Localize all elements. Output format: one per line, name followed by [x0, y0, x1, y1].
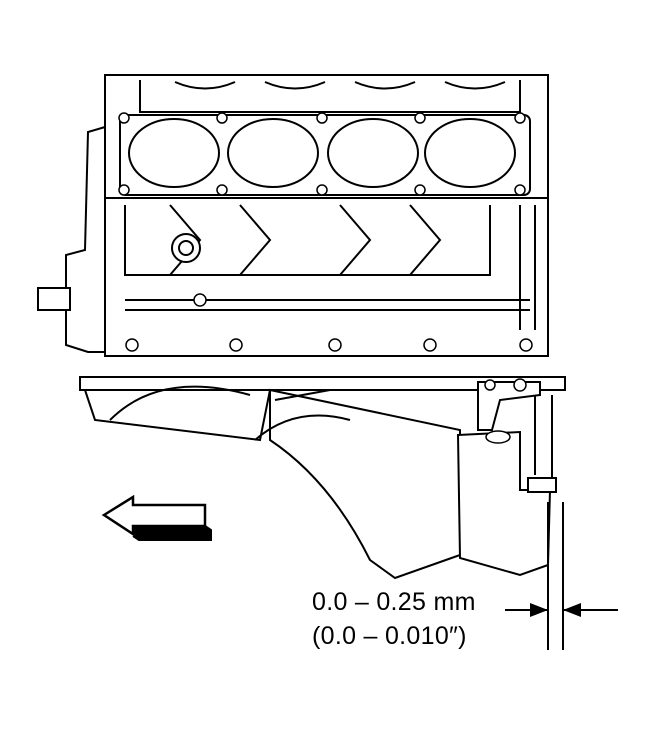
right-pointing-arrowhead-icon	[530, 603, 548, 617]
cylinder-bore	[424, 118, 516, 188]
oil-sump	[269, 388, 461, 580]
clearance-spec-metric: 0.0 – 0.25 mm	[312, 588, 476, 616]
pickup-bracket	[477, 381, 541, 431]
left-pointing-arrowhead-icon	[563, 603, 581, 617]
cylinder-bore	[128, 118, 220, 188]
crankshaft-snout	[37, 287, 71, 311]
oil-pan	[79, 376, 566, 580]
cylinder-bore	[227, 118, 319, 188]
cylinder-bore	[327, 118, 419, 188]
pump-housing	[456, 430, 552, 577]
front-direction-arrow-icon	[101, 494, 212, 541]
clearance-spec-imperial: (0.0 – 0.010″)	[312, 622, 467, 650]
rear-flange	[65, 125, 106, 353]
engine-block	[37, 74, 549, 357]
